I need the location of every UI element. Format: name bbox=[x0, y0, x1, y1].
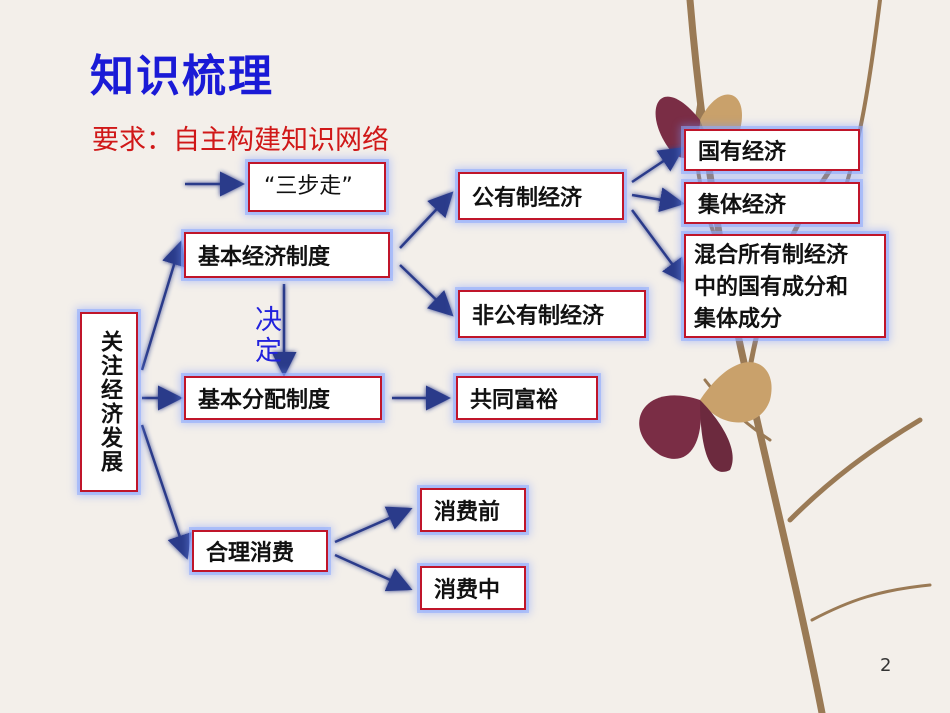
decide-label: 决定 bbox=[250, 305, 281, 367]
mixed-ownership-node: 混合所有制经济 中的国有成分和 集体成分 bbox=[684, 234, 886, 338]
during-consumption-node: 消费中 bbox=[420, 566, 526, 610]
state-owned-economy-node: 国有经济 bbox=[684, 129, 860, 171]
non-public-economy-node: 非公有制经济 bbox=[458, 290, 646, 338]
basic-economic-system-label: 基本经济制度 bbox=[198, 245, 331, 270]
slide-subtitle: 要求：自主构建知识网络 bbox=[92, 125, 389, 156]
slide-title: 知识梳理 bbox=[90, 51, 274, 102]
public-economy-node: 公有制经济 bbox=[458, 172, 624, 220]
basic-distribution-system-node: 基本分配制度 bbox=[184, 376, 382, 420]
basic-distribution-system-label: 基本分配制度 bbox=[198, 388, 331, 413]
collective-economy-label: 集体经济 bbox=[698, 193, 787, 218]
state-owned-economy-label: 国有经济 bbox=[698, 140, 787, 165]
three-steps-node: “三步走” bbox=[248, 162, 386, 212]
root-node: 关注经济发展 bbox=[80, 312, 138, 492]
butterfly-middle-icon bbox=[639, 362, 772, 472]
non-public-economy-label: 非公有制经济 bbox=[472, 304, 605, 329]
collective-economy-node: 集体经济 bbox=[684, 182, 860, 224]
during-consumption-label: 消费中 bbox=[434, 578, 501, 603]
common-prosperity-label: 共同富裕 bbox=[470, 388, 559, 413]
rational-consumption-label: 合理消费 bbox=[206, 541, 295, 566]
before-consumption-node: 消费前 bbox=[420, 488, 526, 532]
public-economy-label: 公有制经济 bbox=[472, 186, 583, 211]
rational-consumption-node: 合理消费 bbox=[192, 530, 328, 572]
root-node-label: 关注经济发展 bbox=[97, 330, 122, 474]
before-consumption-label: 消费前 bbox=[434, 500, 501, 525]
mixed-ownership-label: 混合所有制经济 中的国有成分和 集体成分 bbox=[694, 243, 849, 332]
three-steps-label: “三步走” bbox=[264, 174, 353, 199]
basic-economic-system-node: 基本经济制度 bbox=[184, 232, 390, 278]
common-prosperity-node: 共同富裕 bbox=[456, 376, 598, 420]
page-number: 2 bbox=[880, 655, 892, 676]
